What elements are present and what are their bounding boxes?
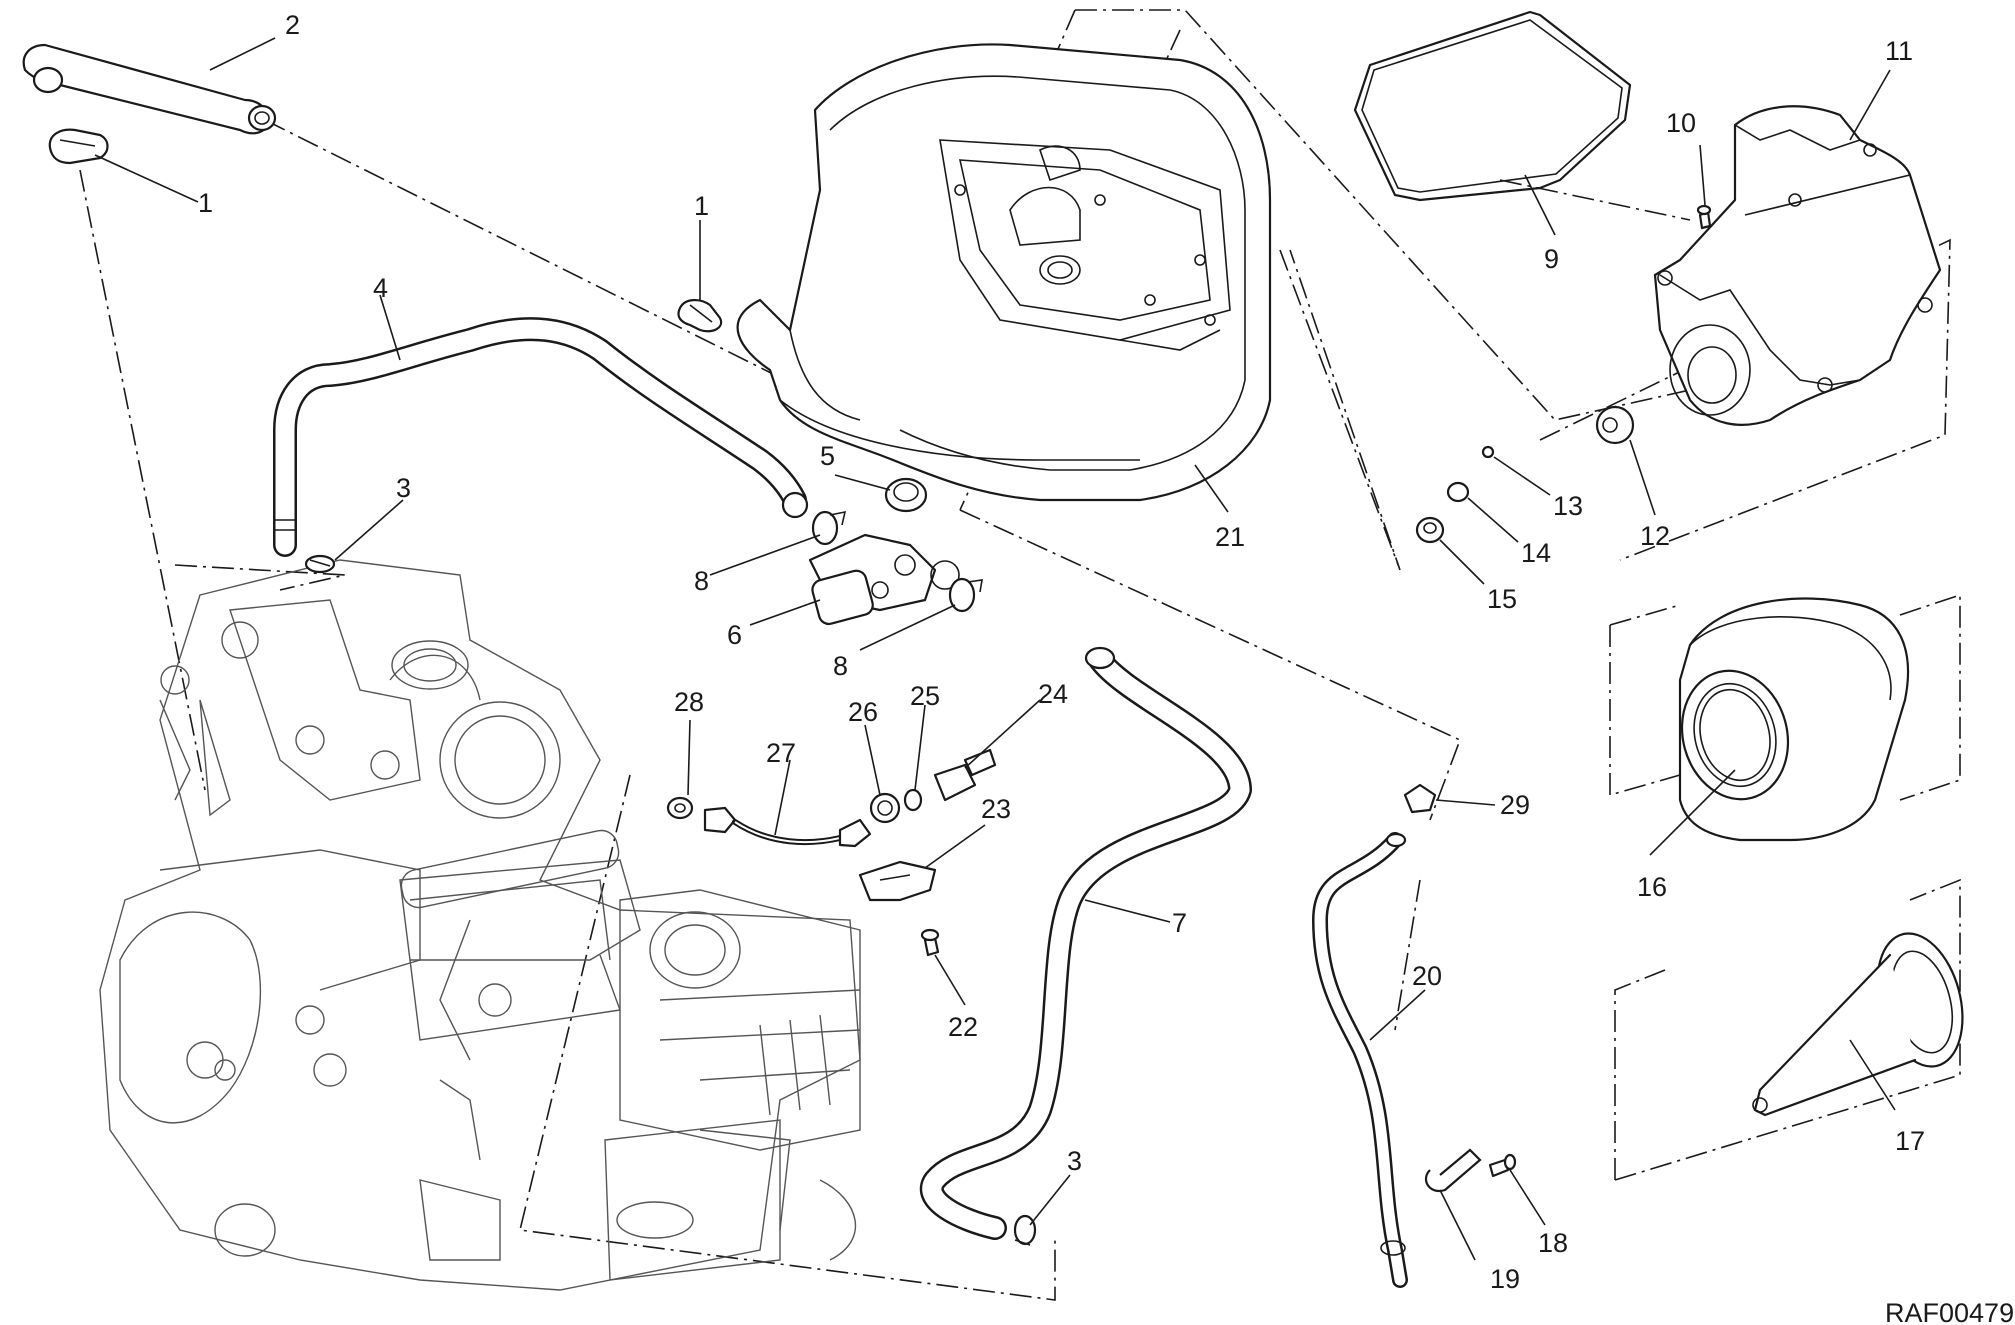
callout-23: 23 — [981, 794, 1011, 824]
engine-block — [99, 559, 861, 1291]
callout-25: 25 — [910, 681, 940, 711]
callout-18: 18 — [1538, 1228, 1568, 1258]
callout-12: 12 — [1640, 521, 1670, 551]
clamp-1-left — [48, 128, 109, 165]
callout-19: 19 — [1490, 1264, 1520, 1294]
airbox-21 — [736, 43, 1272, 502]
fitting-29 — [1403, 783, 1437, 814]
callout-13: 13 — [1553, 491, 1583, 521]
reference-code: RAF00479 — [1885, 1298, 2014, 1325]
clamp-3-lower — [1013, 1214, 1037, 1246]
bracket-23 — [858, 860, 937, 902]
callout-11: 11 — [1885, 36, 1913, 66]
hose-20 — [1312, 832, 1408, 1288]
callout-6: 6 — [727, 620, 742, 650]
callout-1: 1 — [198, 188, 213, 218]
callout-8: 8 — [833, 651, 848, 681]
seal-28 — [666, 796, 694, 820]
clamp-8-upper — [811, 510, 847, 546]
callout-29: 29 — [1500, 790, 1530, 820]
callout-3: 3 — [396, 473, 411, 503]
callout-16: 16 — [1637, 872, 1667, 902]
callout-9: 9 — [1544, 244, 1559, 274]
clamp-1-middle — [677, 299, 723, 333]
callout-1: 1 — [694, 191, 709, 221]
intake-trumpet-17 — [1752, 932, 1964, 1117]
callout-4: 4 — [373, 273, 388, 303]
sensor-cable-27 — [703, 806, 872, 848]
callout-28: 28 — [674, 687, 704, 717]
callout-20: 20 — [1412, 961, 1442, 991]
callout-22: 22 — [948, 1012, 978, 1042]
callout-26: 26 — [848, 697, 878, 727]
washer-25 — [903, 788, 923, 812]
clamp-8-lower — [948, 577, 983, 613]
callout-21: 21 — [1215, 522, 1245, 552]
callout-5: 5 — [820, 441, 835, 471]
callout-labels: 2 1 1 4 3 5 8 6 8 21 9 10 11 12 13 14 15… — [198, 10, 2014, 1325]
callout-2: 2 — [285, 10, 300, 40]
gasket-9 — [1353, 10, 1632, 202]
seal-26 — [869, 792, 901, 824]
washer-14 — [1446, 481, 1470, 503]
grommet-15 — [1415, 516, 1445, 544]
callout-8: 8 — [694, 566, 709, 596]
callout-27: 27 — [766, 738, 796, 768]
screw-22 — [920, 928, 940, 957]
callout-10: 10 — [1666, 108, 1696, 138]
grommet-5 — [884, 477, 928, 513]
callout-3: 3 — [1067, 1146, 1082, 1176]
clip-19 — [1424, 1148, 1482, 1193]
callout-17: 17 — [1895, 1126, 1925, 1156]
intake-duct-11 — [1653, 105, 1942, 426]
hose-7 — [919, 646, 1252, 1240]
screw-18 — [1488, 1153, 1517, 1178]
hose-2 — [22, 43, 277, 135]
hose-4 — [273, 317, 809, 557]
screw-10 — [1696, 204, 1712, 230]
leader-lines — [94, 37, 1896, 1261]
callout-24: 24 — [1038, 679, 1068, 709]
sensor-24 — [933, 748, 997, 802]
grommet-12 — [1595, 405, 1635, 445]
air-filter-16 — [1678, 597, 1910, 842]
callout-7: 7 — [1172, 908, 1187, 938]
callout-15: 15 — [1487, 584, 1517, 614]
valve-6 — [808, 533, 960, 626]
clamp-3-upper — [304, 554, 336, 574]
screw-13 — [1481, 445, 1495, 459]
callout-14: 14 — [1521, 538, 1551, 568]
